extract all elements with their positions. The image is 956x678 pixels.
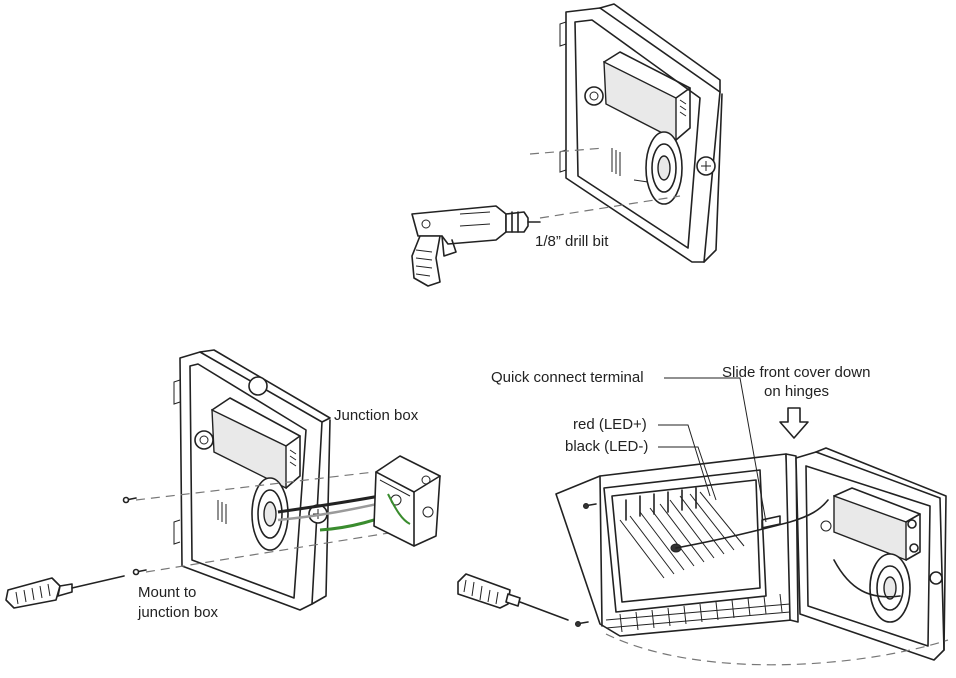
quick-connect-label: Quick connect terminal: [491, 369, 644, 386]
slide-cover-label-line2: on hinges: [764, 383, 830, 400]
drill-bit-label: 1/8” drill bit: [535, 233, 609, 250]
front-cover-step: [555, 447, 949, 666]
red-wire-label: red (LED+): [573, 416, 647, 433]
junction-box: [373, 455, 441, 547]
screwdriver-icon: [5, 575, 125, 609]
mount-label-line2: junction box: [138, 604, 219, 621]
mount-label-line1: Mount to: [138, 584, 197, 601]
drill-icon: [411, 205, 541, 287]
mounting-hole: [584, 86, 604, 106]
mounting-hole: [194, 430, 214, 450]
housing-drill-step: [529, 3, 723, 263]
screw-icon: [575, 503, 597, 627]
housing-mount-step: [135, 349, 421, 611]
leader-lines: [658, 377, 767, 523]
screw-icon: [122, 496, 147, 576]
junction-box-label: Junction box: [334, 407, 419, 424]
screwdriver-icon: [457, 573, 569, 621]
slide-cover-label-line1: Slide front cover down: [722, 364, 871, 381]
down-arrow-icon: [779, 407, 809, 439]
black-wire-label: black (LED-): [565, 438, 649, 455]
